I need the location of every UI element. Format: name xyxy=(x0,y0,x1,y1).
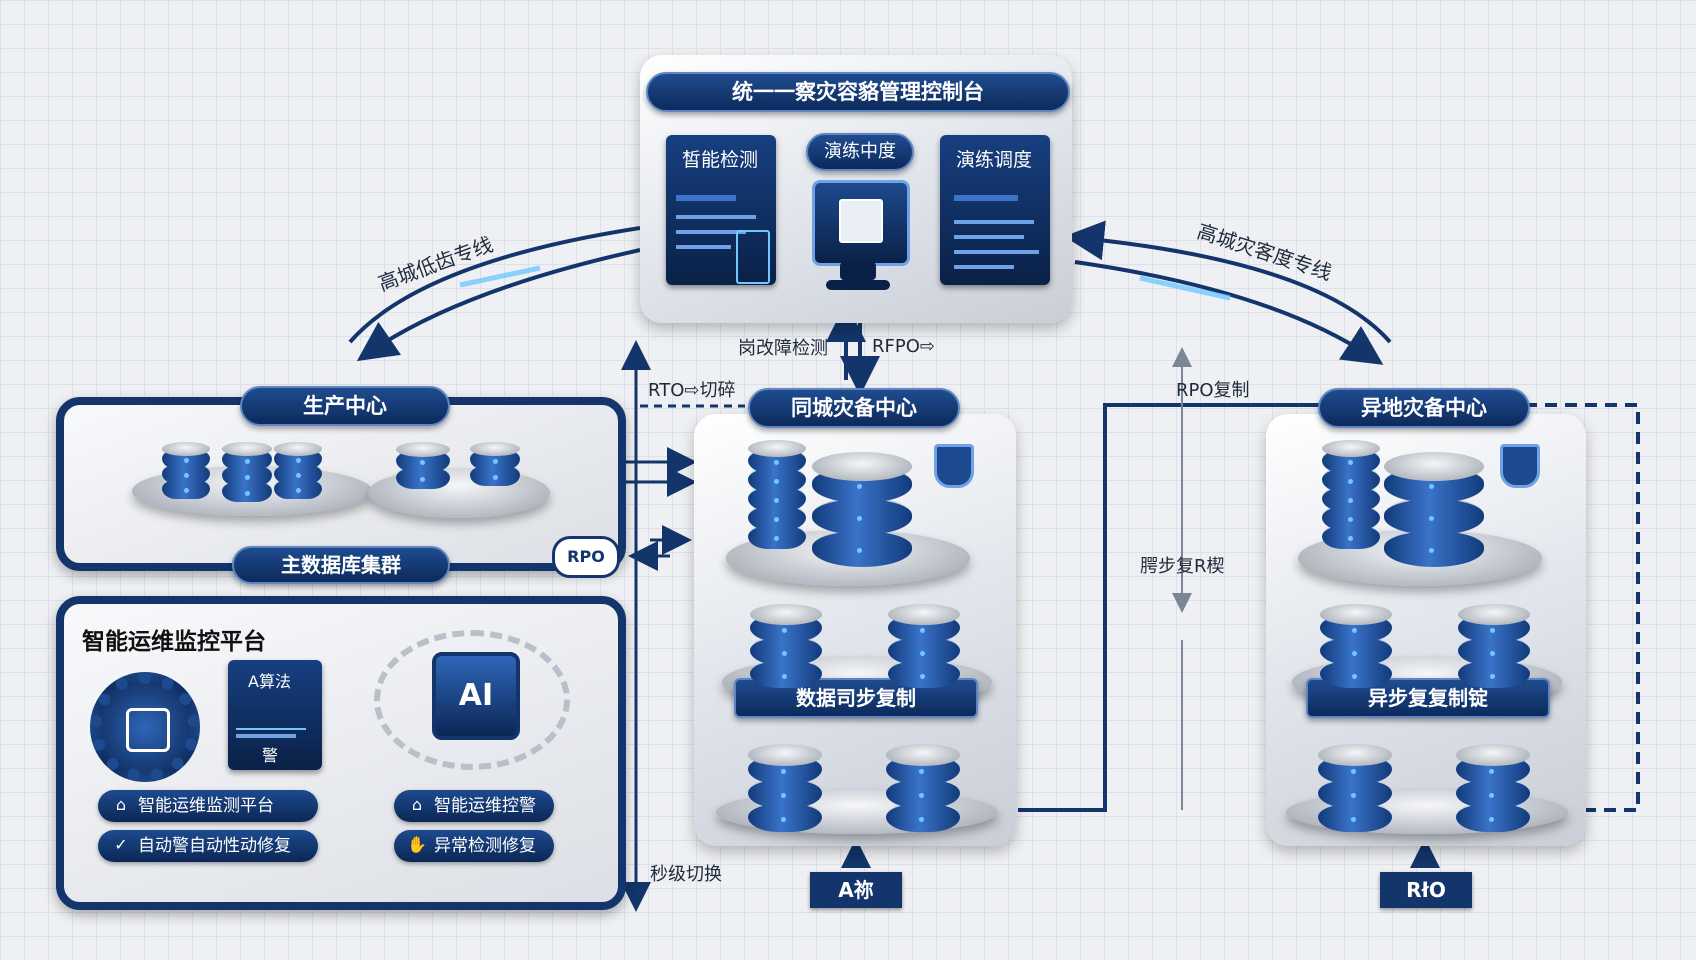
smart-detect-card[interactable] xyxy=(666,135,776,285)
same-city-title: 同城灾备中心 xyxy=(748,388,960,428)
production-db-5 xyxy=(470,442,520,490)
remote-db-5 xyxy=(1318,744,1392,840)
drill-schedule-card[interactable] xyxy=(940,135,1050,285)
drill-center-pill[interactable]: 演练中度 xyxy=(806,133,914,171)
remote-db-2 xyxy=(1384,452,1484,580)
algo-screen xyxy=(228,660,322,770)
same-city-shield-icon xyxy=(934,444,974,488)
hand-icon: ✋ xyxy=(407,835,427,854)
remote-shield-icon xyxy=(1500,444,1540,488)
fault-detect-label: 岗改障检测 xyxy=(738,338,828,359)
rpo-copy-label: RPO复制 xyxy=(1176,380,1250,401)
remote-db-6 xyxy=(1456,744,1530,840)
same-city-db-3 xyxy=(750,604,822,696)
right-arc-lower xyxy=(1074,260,1384,365)
remote-db-1 xyxy=(1322,440,1380,554)
console-title: 统一一察灾容貉管理控制台 xyxy=(646,72,1070,112)
production-db-2 xyxy=(222,442,272,506)
remote-db-4 xyxy=(1458,604,1530,696)
ops-button-auto-repair[interactable]: ✓自动警自动性动修复 xyxy=(98,830,318,862)
rpo-badge: RPO xyxy=(552,536,620,578)
ops-button-anomaly[interactable]: ✋异常检测修复 xyxy=(394,830,554,862)
algo-label: A算法 xyxy=(248,672,291,691)
second-switch-label: 秒级切换 xyxy=(650,864,722,885)
house-alert-icon: ⌂ xyxy=(411,795,423,814)
alert-label: 警 xyxy=(262,746,279,765)
production-db-3 xyxy=(274,442,322,502)
monitor-icon xyxy=(812,180,910,266)
ai-chip-icon: AI xyxy=(432,652,520,740)
ops-title: 智能运维监控平台 xyxy=(82,629,266,655)
gear-icon xyxy=(90,672,200,782)
ops-button-alert[interactable]: ⌂智能运维控警 xyxy=(394,790,554,822)
bottom-right-box[interactable]: RłO xyxy=(1380,872,1472,908)
ops-button-monitor[interactable]: ⌂智能运维监测平台 xyxy=(98,790,318,822)
smart-detect-label: 皙能检测 xyxy=(682,149,759,171)
same-city-db-1 xyxy=(748,440,806,554)
rpo-top-label: RFPO⇨ xyxy=(872,336,935,357)
home-icon: ⌂ xyxy=(115,795,127,814)
remote-db-3 xyxy=(1320,604,1392,696)
shield-check-icon: ✓ xyxy=(114,835,128,854)
async-label: 腭步复R楔 xyxy=(1140,556,1225,577)
rto-switch-label: RTO⇨切碎 xyxy=(648,380,736,401)
cluster-label: 主数据库集群 xyxy=(232,546,450,584)
production-db-4 xyxy=(396,442,450,493)
bottom-left-box[interactable]: A祢 xyxy=(810,872,902,908)
same-city-db-5 xyxy=(748,744,822,840)
same-city-db-6 xyxy=(886,744,960,840)
right-arc-upper xyxy=(1064,220,1392,344)
production-db-1 xyxy=(162,442,210,502)
drill-schedule-label: 演练调度 xyxy=(956,149,1033,171)
same-city-db-2 xyxy=(812,452,912,580)
same-city-db-4 xyxy=(888,604,960,696)
production-title: 生产中心 xyxy=(240,386,450,426)
left-arc-lower xyxy=(356,248,641,362)
remote-title: 异地灾备中心 xyxy=(1318,388,1530,428)
ai-chip-ring xyxy=(374,630,570,770)
